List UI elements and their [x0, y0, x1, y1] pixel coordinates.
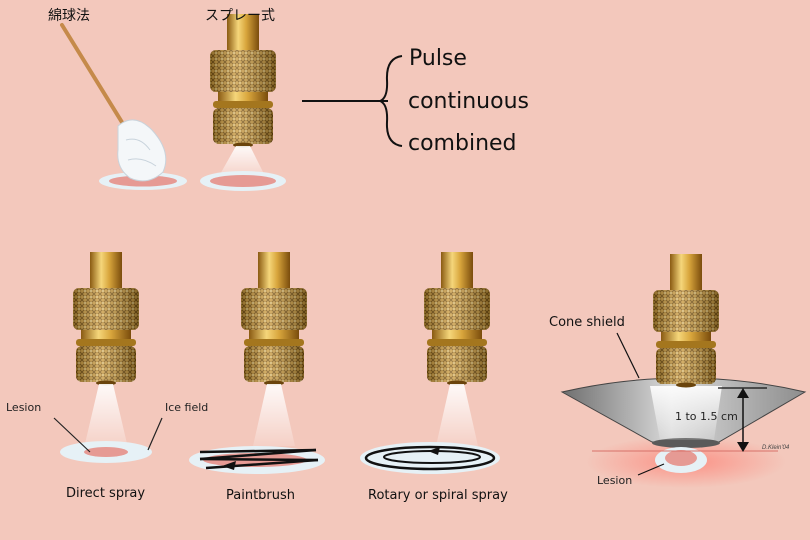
spray-nozzle-top [200, 14, 286, 191]
paintbrush-caption: Paintbrush [226, 488, 296, 503]
direct-spray-caption: Direct spray [66, 486, 146, 501]
mode-combined: combined [408, 131, 517, 156]
cone-shield-label: Cone shield [549, 315, 625, 330]
distance-label: 1 to 1.5 cm [675, 410, 738, 423]
mode-continuous: continuous [408, 89, 529, 114]
cotton-swab-applicator [60, 23, 187, 190]
lesion-label-right: Lesion [597, 474, 633, 487]
spray-nozzle-paintbrush [189, 252, 325, 474]
cone-shield-nozzle [560, 254, 807, 488]
lesion-label: Lesion [6, 401, 42, 414]
spray-nozzle-direct [53, 252, 163, 463]
rotary-caption: Rotary or spiral spray [368, 488, 508, 503]
spray-method-label: スプレー式 [205, 8, 275, 24]
spray-nozzle-rotary [360, 252, 500, 474]
mode-pulse: Pulse [409, 46, 467, 71]
cotton-method-label: 綿球法 [48, 8, 90, 24]
mode-bracket [302, 55, 403, 147]
ice-field-label: Ice field [165, 401, 209, 414]
artist-signature: D.Klein'04 [762, 445, 790, 451]
